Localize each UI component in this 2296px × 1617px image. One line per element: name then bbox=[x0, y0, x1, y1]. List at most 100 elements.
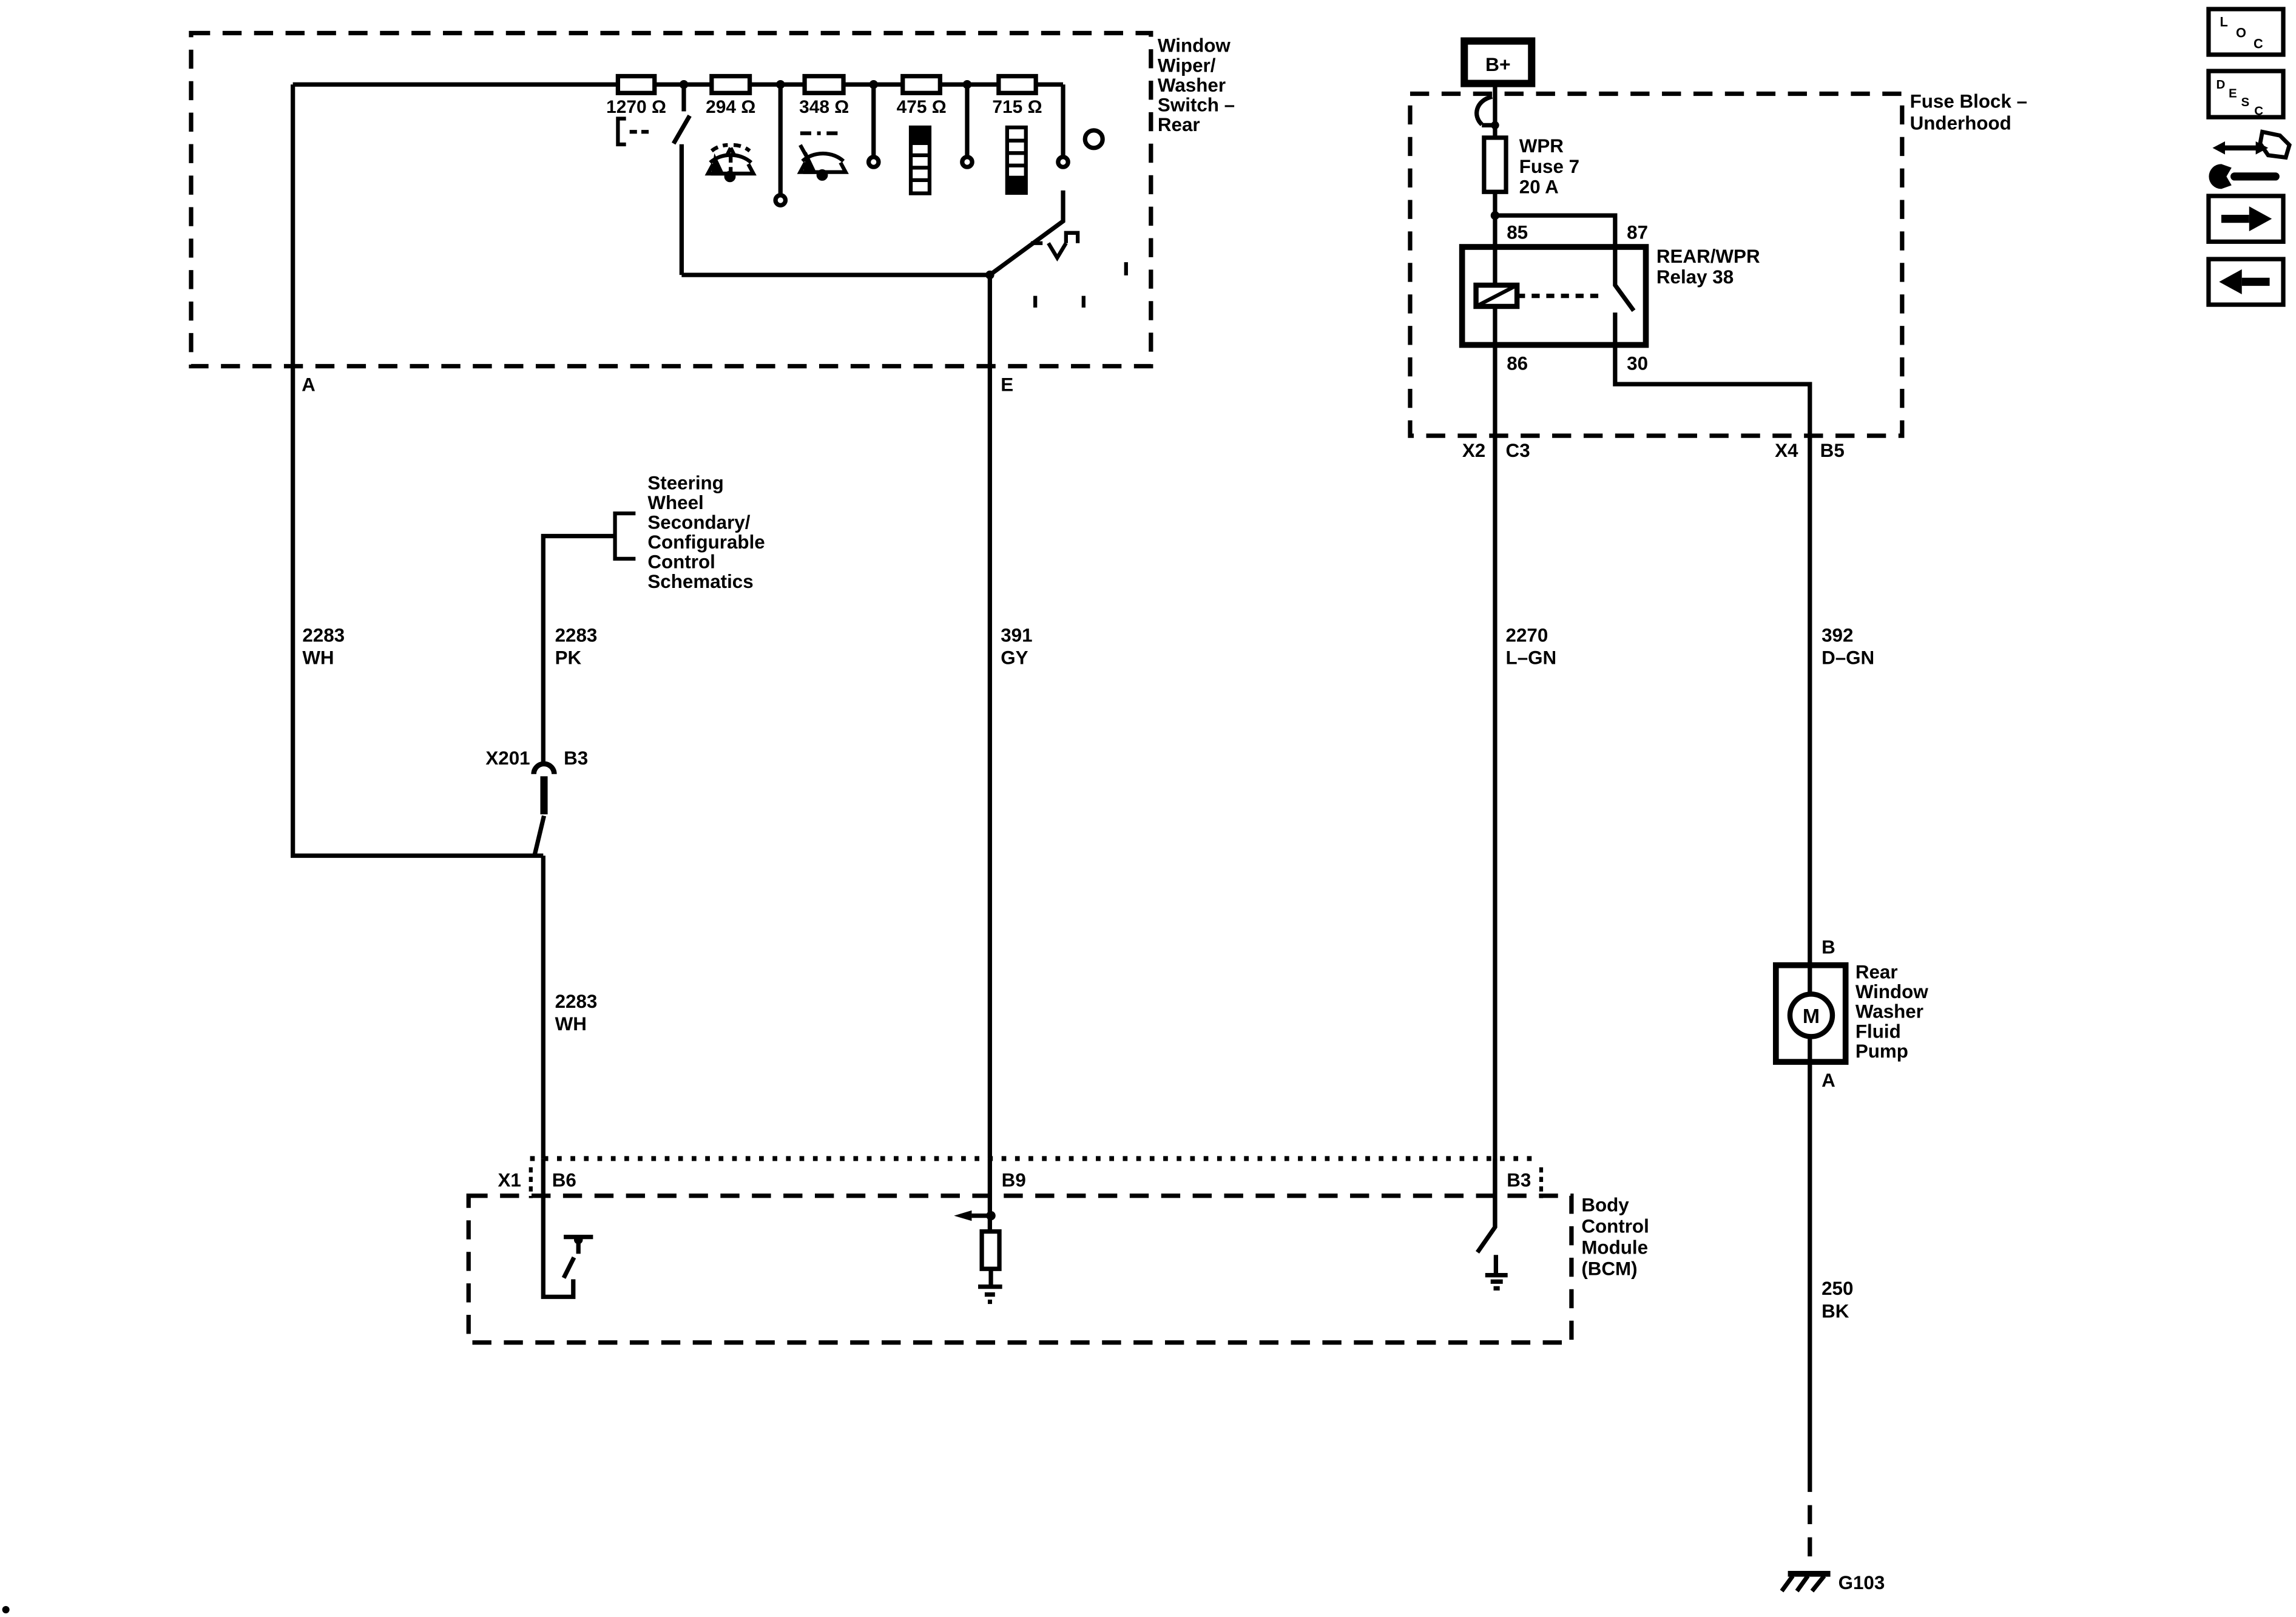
relay-rear-wpr: 85 87 86 30 REAR/WPR Relay 38 bbox=[1459, 221, 1760, 374]
bcm-pin-b3: B3 bbox=[1507, 1169, 1531, 1190]
right-arrow-icon bbox=[2249, 206, 2272, 232]
relay-coil-icon bbox=[1473, 282, 1520, 309]
desc-button[interactable]: D E S C bbox=[2206, 69, 2286, 120]
connector-x4-label: X4 bbox=[1775, 440, 1798, 461]
wire-391-gy-num: 391 bbox=[1001, 624, 1032, 646]
relay-pin-30: 30 bbox=[1627, 353, 1648, 374]
resistor-1270: 1270 Ω bbox=[606, 73, 666, 117]
loc-letter-l: L bbox=[2220, 14, 2228, 29]
relay-pin-87: 87 bbox=[1627, 221, 1648, 243]
resistor-475-label: 475 Ω bbox=[897, 97, 947, 117]
wiper-wash-icon bbox=[797, 131, 849, 181]
connector-x4-pin: B5 bbox=[1820, 440, 1845, 461]
connector-x201: X201 B3 bbox=[485, 748, 588, 815]
switch-box-label-1: Window bbox=[1158, 35, 1231, 56]
relay-pin-85: 85 bbox=[1507, 221, 1528, 243]
wire-2283-pk-num: 2283 bbox=[555, 624, 598, 646]
battery-terminal-box bbox=[1460, 37, 1536, 87]
connector-x2-pin: C3 bbox=[1506, 440, 1530, 461]
bus-tap-icon bbox=[1474, 94, 1499, 130]
resistor-1270-label: 1270 Ω bbox=[606, 97, 666, 117]
relay-switch-arm bbox=[1613, 246, 1636, 345]
resistor-715: 715 Ω bbox=[992, 73, 1042, 117]
fuse-block-label-1: Fuse Block – bbox=[1910, 90, 2027, 112]
delay-gauge-high-icon bbox=[1005, 125, 1028, 195]
pump-label-1: Rear bbox=[1855, 962, 1898, 983]
fuse-block-label-2: Underhood bbox=[1910, 113, 2011, 134]
wire-2270-lgn-num: 2270 bbox=[1506, 624, 1548, 646]
ground-hatches bbox=[1780, 1575, 1826, 1593]
previous-page-button[interactable] bbox=[2206, 257, 2286, 307]
relay-label-1: REAR/WPR bbox=[1656, 246, 1760, 267]
ground-g103: G103 bbox=[1780, 1570, 1885, 1593]
bcm-internal-resistor bbox=[979, 1229, 1002, 1271]
switch-pin-e: E bbox=[1001, 374, 1013, 396]
delay-gauge-low-icon bbox=[908, 125, 932, 195]
loc-letter-o: O bbox=[2236, 25, 2246, 41]
relay-label-2: Relay 38 bbox=[1656, 266, 1734, 288]
adjust-wrench-icon[interactable] bbox=[2209, 129, 2292, 189]
desc-letter-c: C bbox=[2254, 104, 2263, 118]
bcm-outline bbox=[466, 1193, 1574, 1345]
fuse-label-1: WPR bbox=[1519, 135, 1564, 157]
connector-x201-socket bbox=[531, 761, 557, 775]
toolbar: L O C D E S C bbox=[2206, 7, 2292, 307]
resistor-348: 348 Ω bbox=[799, 73, 849, 117]
bcm-label-3: Module bbox=[1581, 1237, 1648, 1258]
wire-2283-wh-lower-color: WH bbox=[555, 1013, 587, 1035]
wire-2270-lgn-color: L–GN bbox=[1506, 647, 1557, 669]
contact-terminal-3 bbox=[866, 155, 881, 169]
bcm-pin-b9: B9 bbox=[1002, 1169, 1026, 1190]
switch-box-label-5: Rear bbox=[1158, 114, 1200, 135]
battery-feed: B+ bbox=[1460, 37, 1536, 138]
washer-fluid-pump: B M A Rear Window Washer Fluid Pump bbox=[1772, 936, 1928, 1091]
desc-letter-s: S bbox=[2241, 95, 2250, 109]
part-outline-icon bbox=[2258, 129, 2292, 160]
body-control-module: X1 B6 B9 B3 Body Control Module (BCM) bbox=[466, 1156, 1649, 1345]
wire-2283-pk-color: PK bbox=[555, 647, 582, 669]
wire-87-branch bbox=[1494, 213, 1618, 247]
loc-letter-c: C bbox=[2254, 36, 2263, 52]
wire-2283-wh-lower-num: 2283 bbox=[555, 991, 598, 1012]
fuse-block-underhood: Fuse Block – Underhood B+ WPR Fuse 7 20 … bbox=[1408, 37, 2027, 1227]
wire-2283-wh-upper-num: 2283 bbox=[302, 624, 345, 646]
wire-250-bk-color: BK bbox=[1822, 1300, 1849, 1322]
contact-terminal-4 bbox=[960, 155, 974, 169]
loc-button[interactable]: L O C bbox=[2206, 7, 2286, 57]
pump-label-4: Fluid bbox=[1855, 1021, 1901, 1042]
switch-pin-a: A bbox=[302, 374, 316, 396]
switch-box-label-2: Wiper/ bbox=[1158, 55, 1216, 76]
wire-392-dgn-num: 392 bbox=[1822, 624, 1853, 646]
resistor-294-label: 294 Ω bbox=[706, 97, 755, 117]
desc-letter-e: E bbox=[2229, 87, 2237, 101]
pump-pin-b: B bbox=[1822, 936, 1835, 957]
wrench-head bbox=[2209, 164, 2232, 189]
battery-terminal-label: B+ bbox=[1485, 53, 1511, 75]
relay-pin-86: 86 bbox=[1507, 353, 1528, 374]
signal-direction-arrow bbox=[954, 1210, 972, 1221]
wire-391-gy-color: GY bbox=[1001, 647, 1028, 669]
motor-circle-icon bbox=[1787, 991, 1835, 1039]
fuse-wpr: WPR Fuse 7 20 A bbox=[1482, 135, 1579, 198]
switch-box-label-4: Switch – bbox=[1158, 94, 1235, 115]
connector-x201-label: X201 bbox=[485, 748, 530, 769]
wire-2283-pk bbox=[541, 533, 615, 763]
bcm-label-2: Control bbox=[1581, 1215, 1649, 1237]
pump-label-3: Washer bbox=[1855, 1001, 1923, 1022]
off-position-circle bbox=[1082, 128, 1105, 150]
steering-note-line-2: Wheel bbox=[647, 492, 703, 513]
fuse-label-3: 20 A bbox=[1519, 177, 1559, 198]
fuse-label-2: Fuse 7 bbox=[1519, 156, 1579, 177]
pump-label-5: Pump bbox=[1855, 1041, 1908, 1062]
motor-letter: M bbox=[1803, 1005, 1820, 1028]
fuse-block-outline bbox=[1408, 91, 1905, 438]
wire-250-bk-num: 250 bbox=[1822, 1278, 1853, 1299]
bcm-label-4: (BCM) bbox=[1581, 1258, 1637, 1279]
page-mark bbox=[2, 1605, 10, 1613]
next-page-button[interactable] bbox=[2206, 194, 2286, 244]
steering-note-line-3: Secondary/ bbox=[647, 511, 750, 533]
ground-label: G103 bbox=[1838, 1572, 1885, 1593]
wire-2283-wh-upper bbox=[291, 84, 547, 858]
